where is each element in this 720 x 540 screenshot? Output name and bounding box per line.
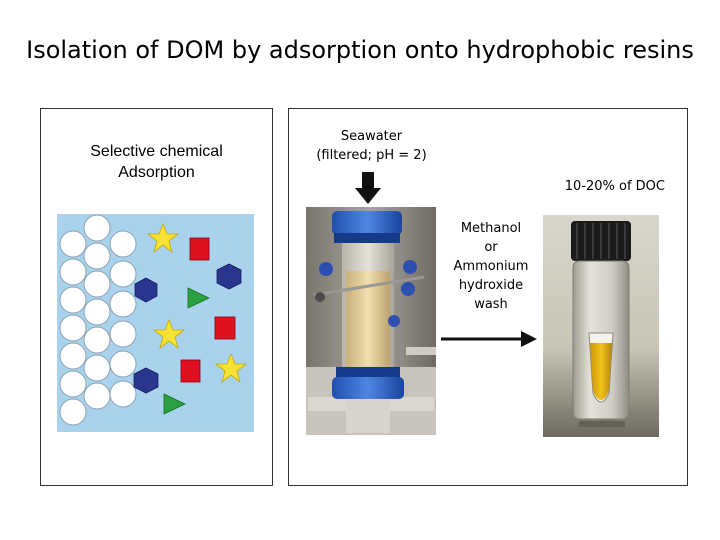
square-shape — [214, 316, 236, 340]
wash-label-line2: or — [484, 240, 498, 255]
doc-percent-label: 10-20% of DOC — [564, 179, 665, 194]
star-shape — [152, 318, 186, 350]
resin-column-photo — [306, 207, 436, 435]
seawater-label: Seawater (filtered; pH = 2) — [299, 127, 444, 165]
hexagon-shape — [134, 277, 158, 303]
resin-beads — [59, 214, 137, 426]
square-shape — [180, 359, 201, 383]
adsorption-label-line2: Adsorption — [118, 164, 195, 181]
adsorption-panel: Selective chemical Adsorption — [40, 108, 273, 486]
seawater-label-line1: Seawater — [340, 129, 403, 144]
seawater-label-line2: (filtered; pH = 2) — [316, 148, 427, 163]
down-arrow-icon — [355, 172, 381, 204]
triangle-molecules — [163, 287, 210, 415]
triangle-shape — [163, 393, 186, 415]
wash-label: Methanol or Ammonium hydroxide wash — [445, 219, 537, 314]
triangle-shape — [187, 287, 210, 309]
adsorption-illustration — [57, 214, 254, 432]
adsorption-label-line1: Selective chemical — [90, 143, 223, 160]
star-shape — [214, 352, 248, 384]
star-shape — [146, 222, 180, 254]
slide-title: Isolation of DOM by adsorption onto hydr… — [26, 36, 694, 64]
square-shape — [189, 237, 210, 261]
hexagon-shape — [216, 263, 242, 290]
wash-label-line3: Ammonium — [453, 259, 529, 274]
wash-label-line5: wash — [474, 297, 508, 312]
right-arrow-icon — [441, 331, 537, 347]
star-molecules — [146, 222, 248, 384]
wash-label-line4: hydroxide — [458, 278, 524, 293]
wash-label-line1: Methanol — [460, 221, 522, 236]
hexagon-molecules — [133, 263, 242, 394]
hexagon-shape — [133, 367, 159, 394]
square-molecules — [180, 237, 236, 383]
isolation-procedure-panel: Seawater (filtered; pH = 2) 10-20% of DO… — [288, 108, 688, 486]
adsorption-label: Selective chemical Adsorption — [41, 141, 272, 183]
vial-photo — [543, 215, 659, 437]
